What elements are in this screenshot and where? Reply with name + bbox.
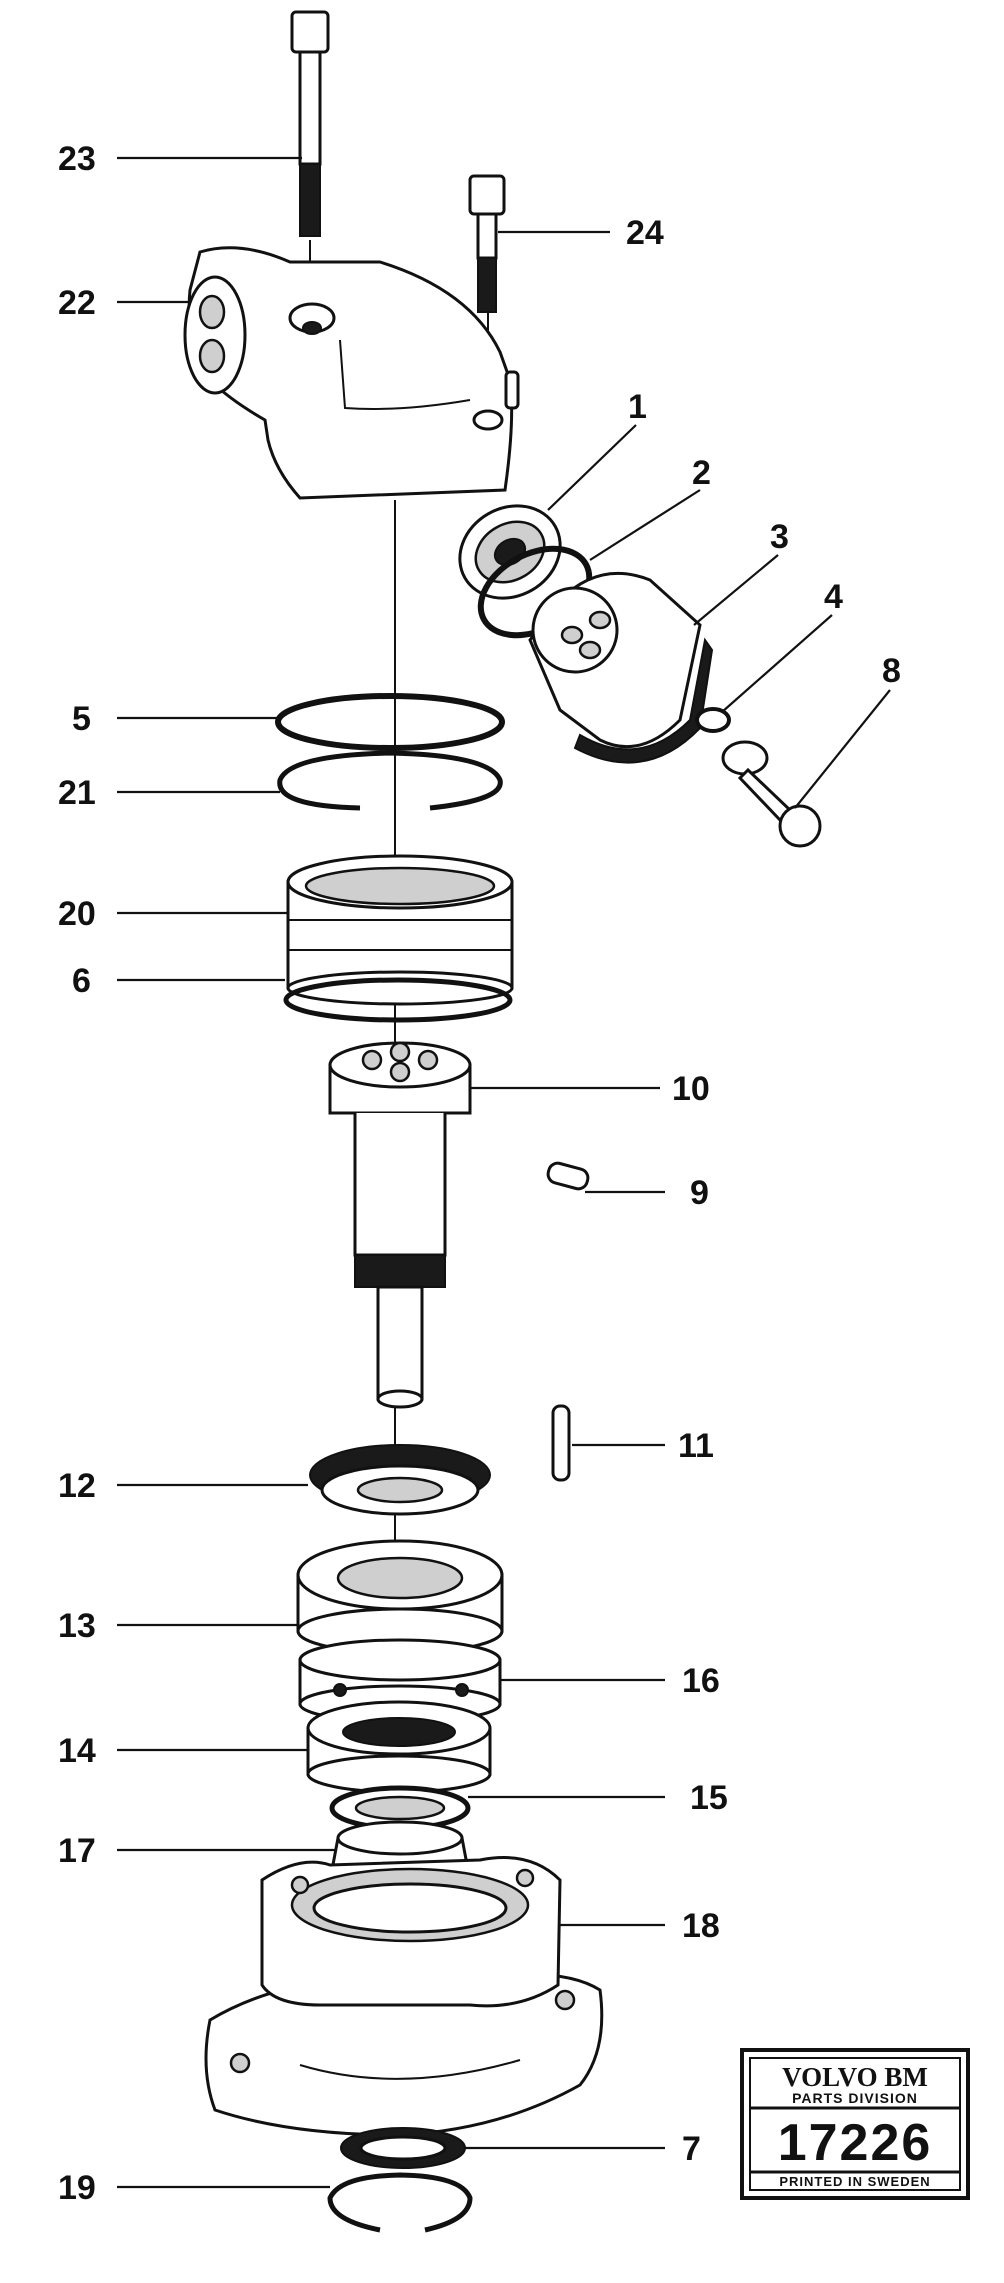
leader-1 — [547, 424, 637, 511]
leader-4 — [721, 614, 833, 713]
callout-16: 16 — [682, 1662, 720, 1700]
callout-19: 19 — [58, 2169, 96, 2207]
part-16-ring — [298, 1638, 502, 1724]
part-12-bevel-gear — [309, 1444, 491, 1516]
part-22-housing — [183, 246, 520, 500]
callout-14: 14 — [58, 1732, 96, 1770]
stamp-footer: PRINTED IN SWEDEN — [779, 2174, 930, 2189]
callout-20: 20 — [58, 895, 96, 933]
callout-17: 17 — [58, 1832, 96, 1870]
part-15-lock-washer — [329, 1785, 471, 1831]
callout-4: 4 — [824, 578, 843, 616]
part-9-pin — [546, 1161, 590, 1191]
part-7-seal — [340, 2127, 466, 2169]
callout-9: 9 — [690, 1174, 709, 1212]
part-13-bearing — [296, 1539, 504, 1655]
stamp-brand: VOLVO BM — [782, 2062, 928, 2092]
callout-5: 5 — [72, 700, 91, 738]
callout-15: 15 — [690, 1779, 728, 1817]
callout-13: 13 — [58, 1607, 96, 1645]
callout-24: 24 — [626, 214, 664, 252]
part-18-flange-housing — [204, 1856, 604, 2137]
callout-3: 3 — [770, 518, 789, 556]
callout-23: 23 — [58, 140, 96, 178]
part-8-ball-pin — [721, 740, 822, 848]
part-24-bolt — [468, 174, 506, 313]
part-5-o-ring — [275, 693, 505, 751]
part-10-spindle — [328, 1041, 472, 1409]
callout-11: 11 — [678, 1427, 714, 1465]
part-20-sleeve — [286, 854, 514, 1006]
callout-18: 18 — [682, 1907, 720, 1945]
stamp-inner-frame — [749, 2057, 961, 2191]
part-3-bevel-gear — [528, 571, 714, 764]
part-4-small-ring — [695, 707, 731, 733]
callout-21: 21 — [58, 774, 96, 812]
part-6-o-ring — [283, 977, 513, 1023]
callout-22: 22 — [58, 284, 96, 322]
callout-12: 12 — [58, 1467, 96, 1505]
volvo-bm-parts-stamp: VOLVO BM PARTS DIVISION 17226 PRINTED IN… — [740, 2048, 970, 2200]
part-14-bearing — [306, 1700, 492, 1794]
callout-10: 10 — [672, 1070, 710, 1108]
stamp-division: PARTS DIVISION — [792, 2090, 918, 2106]
leader-8 — [794, 689, 891, 809]
leader-2 — [589, 489, 701, 561]
part-11-key — [551, 1404, 571, 1482]
callout-1: 1 — [628, 388, 647, 426]
callout-6: 6 — [72, 962, 91, 1000]
callout-8: 8 — [882, 652, 901, 690]
callout-2: 2 — [692, 454, 711, 492]
callout-labels: 23 24 22 1 2 3 4 8 5 21 20 6 10 9 11 12 … — [58, 140, 901, 2207]
part-23-bolt — [290, 10, 330, 237]
part-19-circlip — [327, 2172, 473, 2233]
part-17-nut — [330, 1820, 470, 1872]
leader-3 — [693, 554, 779, 626]
leader-lines — [117, 156, 891, 2189]
callout-7: 7 — [682, 2130, 701, 2168]
stamp-number: 17226 — [778, 2114, 933, 2172]
part-21-retaining-ring — [277, 750, 503, 811]
